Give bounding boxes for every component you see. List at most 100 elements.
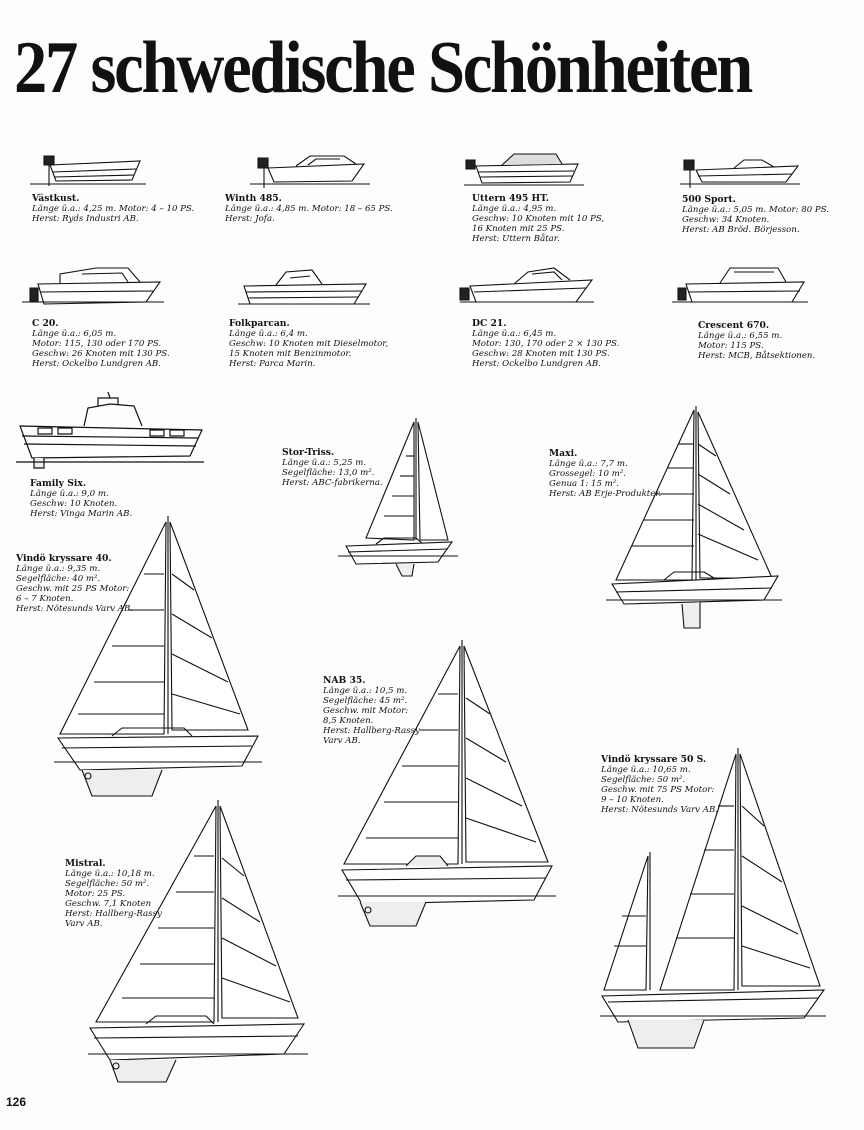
boat-illustration-winth-485 (248, 150, 372, 192)
spec-line: Varv AB. (65, 919, 103, 929)
boat-illustration-folkparcan (236, 262, 372, 312)
spec-line: 8,5 Knoten. (323, 716, 374, 726)
boat-illustration-nab-35 (336, 638, 558, 934)
caption-nab-35: NAB 35. Länge ü.a.: 10,5 m. Segelfläche:… (323, 675, 420, 746)
spec-line: Herst: Vinga Marin AB. (30, 509, 133, 519)
spec-line: Länge ü.a.: 10,65 m. (601, 765, 691, 775)
spec-line: Geschw: 26 Knoten mit 130 PS. (32, 349, 170, 359)
boat-illustration-vindo-kryssare-50-s (598, 746, 828, 1056)
boat-illustration-mistral (86, 798, 310, 1088)
spec-line: Geschw. mit Motor: (323, 706, 409, 716)
caption-stor-triss: Stor-Triss. Länge ü.a.: 5,25 m. Segelflä… (282, 447, 383, 488)
page-number: 126 (6, 1095, 27, 1109)
spec-line: Herst: MCB, Båtsektionen. (698, 351, 816, 361)
caption-family-six: Family Six. Länge ü.a.: 9,0 m. Geschw: 1… (30, 478, 132, 519)
caption-dc-21: DC 21. Länge ü.a.: 6,45 m. Motor: 130, 1… (472, 318, 619, 369)
boat-name: 500 Sport. (682, 194, 736, 205)
spec-line: Länge ü.a.: 6,45 m. (472, 329, 557, 339)
spec-line: Herst: AB Bröd. Börjesson. (682, 225, 800, 235)
spec-line: Geschw. mit 75 PS Motor: (601, 785, 715, 795)
spec-line: Geschw: 10 Knoten mit 10 PS, (472, 214, 605, 224)
boat-illustration-vindo-kryssare-40 (52, 514, 264, 804)
spec-line: Herst: Hallberg-Rassy (323, 726, 420, 736)
spec-line: 16 Knoten mit 25 PS. (472, 224, 565, 234)
spec-line: 15 Knoten mit Benzinmotor. (229, 349, 352, 359)
boat-name: Winth 485. (225, 193, 282, 204)
spec-line: Segelfläche: 40 m². (16, 574, 101, 584)
boat-name: Folkparcan. (229, 318, 290, 329)
boat-illustration-c-20 (20, 258, 166, 312)
spec-line: Genua 1: 15 m². (549, 479, 619, 489)
spec-line: Geschw. 7,1 Knoten (65, 899, 152, 909)
spec-line: Herst: ABC-fabrikerna. (282, 478, 383, 488)
spec-line: Länge ü.a.: 9,35 m. (16, 564, 101, 574)
boat-name: Västkust. (32, 193, 80, 204)
caption-uttern-495-ht: Uttern 495 HT. Länge ü.a.: 4,95 m. Gesch… (472, 193, 604, 244)
boat-name: NAB 35. (323, 675, 366, 686)
spec-line: Länge ü.a.: 6,55 m. (698, 331, 783, 341)
boat-illustration-family-six (14, 392, 206, 474)
spec-line: 6 – 7 Knoten. (16, 594, 74, 604)
caption-c-20: C 20. Länge ü.a.: 6,05 m. Motor: 115, 13… (32, 318, 170, 369)
spec-line: Länge ü.a.: 5,25 m. (282, 458, 367, 468)
spec-line: Länge ü.a.: 5,05 m. Motor: 80 PS. (682, 205, 830, 215)
caption-crescent-670: Crescent 670. Länge ü.a.: 6,55 m. Motor:… (698, 320, 815, 361)
spec-line: Länge ü.a.: 6,4 m. (229, 329, 308, 339)
caption-maxi: Maxi. Länge ü.a.: 7,7 m. Grossegel: 10 m… (549, 448, 661, 499)
boat-illustration-stor-triss (336, 416, 460, 582)
boat-name: DC 21. (472, 318, 507, 329)
spec-line: Segelfläche: 13,0 m². (282, 468, 375, 478)
boat-name: C 20. (32, 318, 59, 329)
spec-line: Herst: Ockelbo Lundgren AB. (472, 359, 601, 369)
boat-name: Family Six. (30, 478, 87, 489)
spec-line: Motor: 25 PS. (65, 889, 126, 899)
spec-line: Länge ü.a.: 10,18 m. (65, 869, 155, 879)
spec-line: Segelfläche: 45 m². (323, 696, 408, 706)
spec-line: Geschw: 28 Knoten mit 130 PS. (472, 349, 610, 359)
boat-illustration-vastkust (28, 150, 148, 192)
boat-name: Crescent 670. (698, 320, 770, 331)
spec-line: 9 – 10 Knoten. (601, 795, 664, 805)
boat-name: Stor-Triss. (282, 447, 335, 458)
spec-line: Herst: Ockelbo Lundgren AB. (32, 359, 161, 369)
boat-illustration-maxi (604, 404, 784, 636)
spec-line: Grossegel: 10 m². (549, 469, 627, 479)
spec-line: Segelfläche: 50 m². (601, 775, 686, 785)
spec-line: Länge ü.a.: 7,7 m. (549, 459, 628, 469)
spec-line: Länge ü.a.: 9,0 m. (30, 489, 109, 499)
boat-name: Maxi. (549, 448, 578, 459)
spec-line: Segelfläche: 50 m². (65, 879, 150, 889)
spec-line: Geschw: 34 Knoten. (682, 215, 770, 225)
spec-line: Herst: Parca Marin. (229, 359, 316, 369)
boat-illustration-uttern-495-ht (462, 150, 586, 192)
caption-folkparcan: Folkparcan. Länge ü.a.: 6,4 m. Geschw: 1… (229, 318, 388, 369)
caption-vastkust: Västkust. Länge ü.a.: 4,25 m. Motor: 4 –… (32, 193, 194, 224)
boat-name: Uttern 495 HT. (472, 193, 549, 204)
spec-line: Geschw: 10 Knoten mit Dieselmotor, (229, 339, 389, 349)
boat-illustration-crescent-670 (670, 258, 810, 312)
spec-line: Herst: AB Erje-Produkter. (549, 489, 662, 499)
boat-name: Vindö kryssare 50 S. (601, 754, 707, 765)
spec-line: Motor: 115 PS. (698, 341, 764, 351)
spec-line: Motor: 130, 170 oder 2 × 130 PS. (472, 339, 620, 349)
boat-illustration-500-sport (678, 150, 802, 192)
spec-line: Länge ü.a.: 10,5 m. (323, 686, 408, 696)
spec-line: Herst: Nötesunds Varv AB. (601, 805, 719, 815)
caption-500-sport: 500 Sport. Länge ü.a.: 5,05 m. Motor: 80… (682, 194, 829, 235)
spec-line: Herst: Nötesunds Varv AB. (16, 604, 134, 614)
caption-vindo-kryssare-40: Vindö kryssare 40. Länge ü.a.: 9,35 m. S… (16, 553, 133, 614)
spec-line: Länge ü.a.: 4,85 m. Motor: 18 – 65 PS. (225, 204, 393, 214)
spec-line: Motor: 115, 130 oder 170 PS. (32, 339, 162, 349)
spec-line: Varv AB. (323, 736, 361, 746)
boat-name: Mistral. (65, 858, 106, 869)
spec-line: Herst: Hallberg-Rassy (65, 909, 162, 919)
boat-illustration-dc-21 (458, 258, 596, 312)
spec-line: Herst: Jofa. (225, 214, 275, 224)
spec-line: Herst: Uttern Båtar. (472, 234, 560, 244)
spec-line: Geschw: 10 Knoten. (30, 499, 118, 509)
caption-mistral: Mistral. Länge ü.a.: 10,18 m. Segelfläch… (65, 858, 162, 929)
boat-name: Vindö kryssare 40. (16, 553, 112, 564)
spec-line: Länge ü.a.: 4,95 m. (472, 204, 557, 214)
spec-line: Geschw. mit 25 PS Motor: (16, 584, 130, 594)
caption-winth-485: Winth 485. Länge ü.a.: 4,85 m. Motor: 18… (225, 193, 393, 224)
